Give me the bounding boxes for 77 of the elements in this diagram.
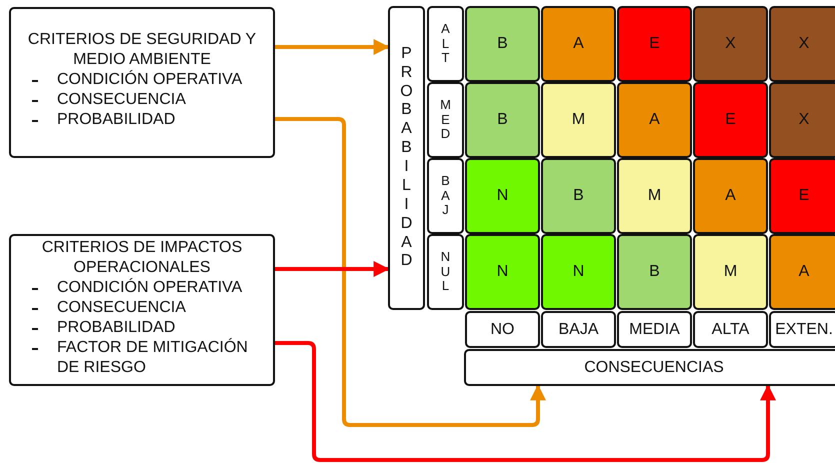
matrix-cell: [617, 234, 692, 310]
cell-label: MEDIA: [629, 320, 680, 340]
matrix-cell: [541, 6, 616, 82]
cell-label: B: [573, 186, 584, 206]
axis-label: BAJ: [440, 174, 450, 218]
matrix-cell: [617, 158, 692, 234]
criteria-heading: CRITERIOS DE SEGURIDAD Y MEDIO AMBIENTE: [26, 30, 258, 70]
matrix-cell: [465, 234, 540, 310]
criteria-item: FACTOR DE MITIGACIÓN DE RIESGO: [19, 338, 265, 378]
cell-label: NO: [490, 320, 514, 340]
axis-label-box: [427, 158, 464, 234]
matrix-cell: [693, 311, 768, 348]
cell-label: A: [573, 34, 584, 54]
matrix-cell: [617, 82, 692, 158]
cell-label: E: [725, 110, 736, 130]
cell-label: E: [798, 186, 810, 206]
connector-arrow: [275, 117, 546, 427]
axis-label-box: [427, 82, 464, 158]
cell-label: BAJA: [558, 320, 598, 340]
matrix-cell: [693, 82, 768, 158]
axis-label: NUL: [440, 250, 450, 294]
cell-label: N: [572, 262, 584, 282]
cell-label: X: [798, 110, 810, 130]
cell-label: B: [497, 110, 508, 130]
cell-label: M: [724, 262, 738, 282]
axis-label: MED: [440, 98, 450, 142]
cell-label: N: [496, 262, 508, 282]
cell-label: ALTA: [712, 320, 750, 340]
cell-label: E: [649, 34, 660, 54]
axis-label: ALT: [440, 22, 450, 66]
criteria-box: [9, 7, 275, 158]
cell-label: X: [798, 34, 810, 54]
axis-label-box: [427, 234, 464, 310]
matrix-cell: [541, 82, 616, 158]
cell-label: N: [496, 186, 508, 206]
cell-label: A: [649, 110, 660, 130]
matrix-cell: [769, 234, 835, 310]
criteria-box: [9, 234, 275, 386]
matrix-cell: [541, 311, 616, 348]
matrix-cell: [541, 158, 616, 234]
criteria-item: CONDICIÓN OPERATIVA: [19, 278, 265, 298]
criteria-item: CONSECUENCIA: [19, 298, 265, 318]
matrix-cell: [693, 6, 768, 82]
matrix-cell: [693, 158, 768, 234]
cell-label: M: [648, 186, 662, 206]
cell-label: EXTEN.: [775, 320, 833, 340]
cell-label: A: [798, 262, 810, 282]
criteria-item: CONDICIÓN OPERATIVA: [19, 70, 265, 90]
connector-arrow: [275, 261, 390, 277]
matrix-cell: [465, 6, 540, 82]
matrix-cell: [617, 6, 692, 82]
cell-label: B: [497, 34, 508, 54]
matrix-cell: [464, 349, 835, 386]
matrix-cell: [693, 234, 768, 310]
criteria-item: PROBABILIDAD: [19, 110, 265, 130]
axis-label: PROBABILIDAD: [400, 44, 412, 272]
axis-label-box: [427, 6, 464, 82]
matrix-cell: [465, 82, 540, 158]
matrix-cell: [769, 6, 835, 82]
matrix-cell: [769, 82, 835, 158]
matrix-cell: [617, 311, 692, 348]
connector-arrow: [275, 341, 776, 462]
cell-label: A: [725, 186, 736, 206]
matrix-cell: [541, 234, 616, 310]
criteria-item: PROBABILIDAD: [19, 318, 265, 338]
matrix-cell: [769, 158, 835, 234]
cell-label: M: [572, 110, 586, 130]
cell-label: CONSECUENCIAS: [584, 358, 724, 378]
connector-arrow: [275, 39, 390, 55]
matrix-cell: [465, 158, 540, 234]
criteria-heading: CRITERIOS DE IMPACTOS OPERACIONALES: [40, 238, 244, 278]
cell-label: B: [649, 262, 660, 282]
cell-label: X: [725, 34, 736, 54]
matrix-cell: [465, 311, 540, 348]
axis-label-box: [388, 6, 425, 310]
matrix-cell: [769, 311, 835, 348]
criteria-item: CONSECUENCIA: [19, 90, 265, 110]
